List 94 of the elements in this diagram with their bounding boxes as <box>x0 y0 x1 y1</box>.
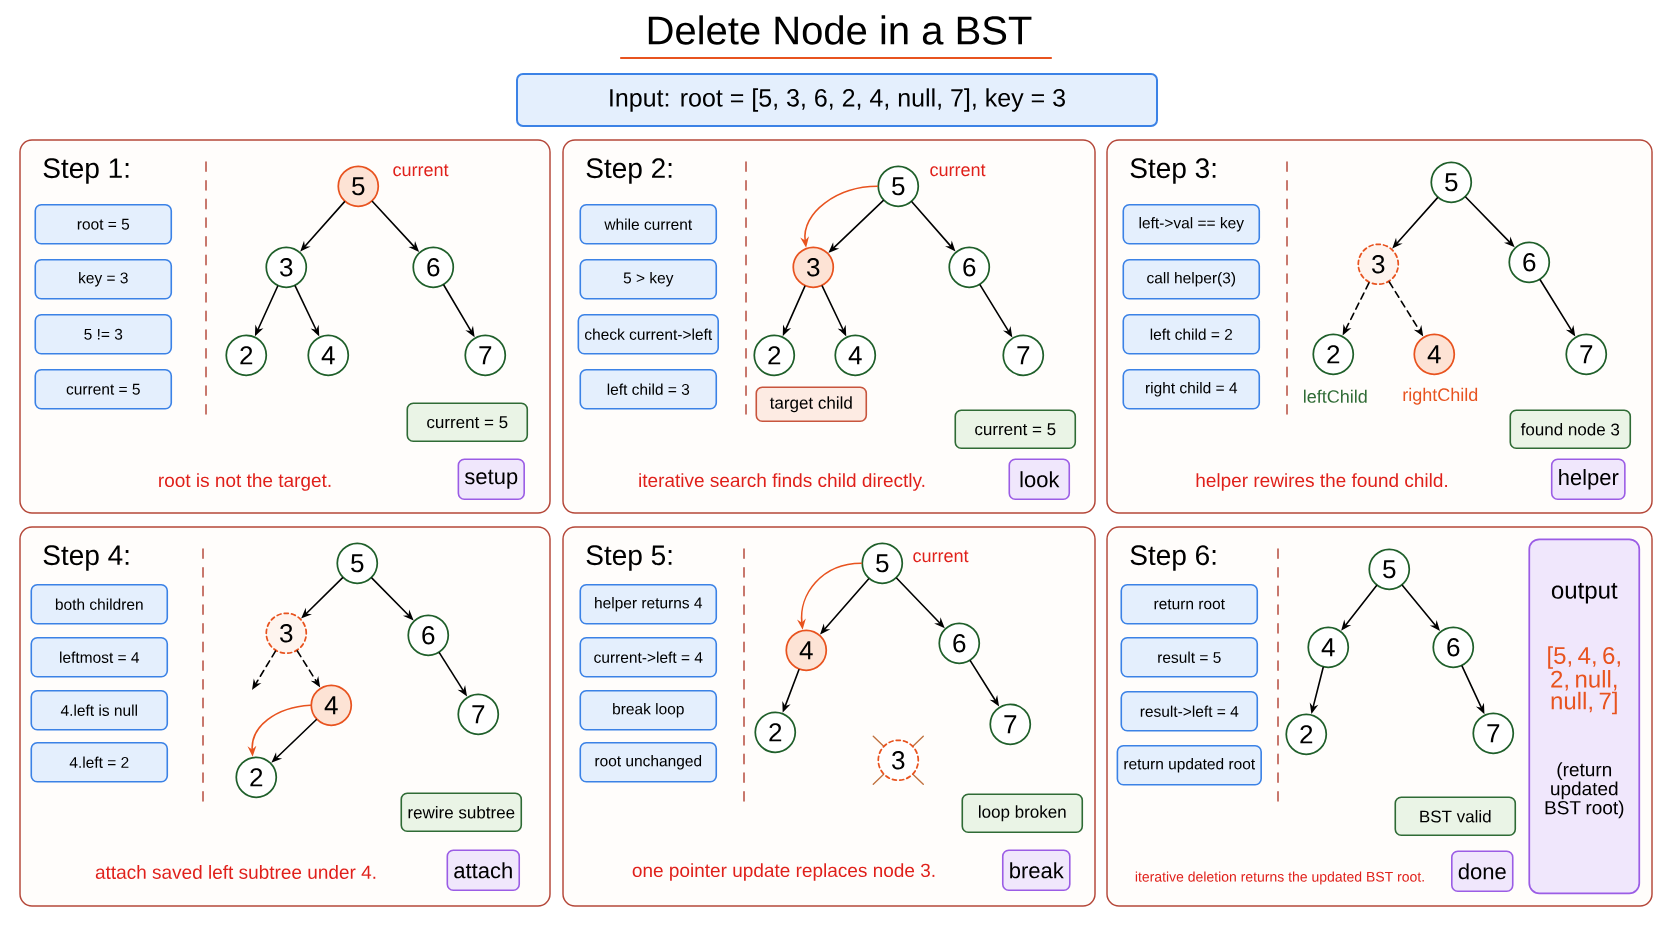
code-box: 4.left is null <box>30 689 169 731</box>
code-box: leftmost = 4 <box>30 636 169 678</box>
status-box: current = 5 <box>406 402 529 443</box>
code-box: current->left = 4 <box>579 636 718 678</box>
tag-box: done <box>1451 850 1514 893</box>
code-box: left child = 2 <box>1122 313 1261 355</box>
tree-node: 2 <box>235 756 278 799</box>
code-box: 5 != 3 <box>34 313 173 355</box>
tree-node: 6 <box>948 246 991 289</box>
step-caption: attach saved left subtree under 4. <box>95 865 376 879</box>
tag-box: setup <box>457 458 525 501</box>
tree-node: 7 <box>1002 334 1045 377</box>
step-heading: Step 6: <box>1130 545 1216 571</box>
tree-node: 3 <box>1357 243 1400 286</box>
code-box: 5 > key <box>579 258 718 300</box>
code-box: current = 5 <box>34 368 173 410</box>
step-heading: Step 1: <box>43 158 129 184</box>
tree-node: 3 <box>265 246 308 289</box>
step-caption: one pointer update replaces node 3. <box>632 863 935 881</box>
status-box: rewire subtree <box>400 792 523 833</box>
code-box: helper returns 4 <box>579 583 718 625</box>
tree-node: 5 <box>337 165 380 208</box>
step-heading: Step 5: <box>586 545 672 571</box>
code-box: left->val == key <box>1122 203 1261 245</box>
tree-node: 6 <box>938 622 981 665</box>
code-box: return updated root <box>1116 744 1262 786</box>
code-box: root unchanged <box>579 741 718 783</box>
tree-node: 2 <box>225 334 268 377</box>
output-heading: output <box>1551 583 1618 604</box>
step-caption: iterative deletion returns the updated BST root. <box>1135 871 1424 885</box>
code-box: key = 3 <box>34 258 173 300</box>
tree-node: 2 <box>1285 713 1328 756</box>
status-box: found node 3 <box>1509 409 1632 450</box>
tree-node: 5 <box>1368 548 1411 591</box>
pointer-label: leftChild <box>1303 389 1367 403</box>
tag-box: attach <box>446 849 521 892</box>
tag-box: break <box>1001 849 1071 892</box>
tree-node: 2 <box>753 334 796 377</box>
tree-node: 7 <box>1565 333 1608 376</box>
step-caption: iterative search finds child directly. <box>639 473 925 491</box>
code-box: 4.left = 2 <box>30 741 169 783</box>
pointer-label: current <box>930 164 986 177</box>
output-note: (return updated BST root) <box>1545 762 1624 819</box>
tree-node: 4 <box>1413 333 1456 376</box>
tree-node: 3 <box>265 612 308 655</box>
code-box: break loop <box>579 689 718 731</box>
code-box: left child = 3 <box>579 368 718 410</box>
code-box: return root <box>1120 583 1259 625</box>
tree-node: 7 <box>457 693 500 736</box>
code-box: result = 5 <box>1120 636 1259 678</box>
tree-node: 7 <box>989 703 1032 746</box>
code-box: while current <box>579 203 718 245</box>
tree-node: 4 <box>307 334 350 377</box>
tree-node: 5 <box>336 542 379 585</box>
output-array: [5, 4, 6, 2, null, null, 7] <box>1548 646 1620 715</box>
step-caption: helper rewires the found child. <box>1196 473 1447 491</box>
input-box: Input: root = [5, 3, 6, 2, 4, null, 7], key = 3 <box>516 73 1158 127</box>
status-box: BST valid <box>1394 796 1517 837</box>
tree-node: 6 <box>1508 241 1551 284</box>
tree-node: 2 <box>754 711 797 754</box>
code-box: root = 5 <box>34 203 173 245</box>
step-heading: Step 4: <box>43 545 129 571</box>
tag-box: helper <box>1550 458 1626 501</box>
tree-node: 4 <box>785 629 828 672</box>
pointer-label: rightChild <box>1403 387 1478 405</box>
tree-node: 5 <box>877 165 920 208</box>
status-box: loop broken <box>961 793 1084 834</box>
code-box: call helper(3) <box>1122 258 1261 300</box>
pointer-label: current <box>393 164 449 177</box>
code-box: both children <box>30 583 169 625</box>
tree-node: 2 <box>1312 333 1355 376</box>
tree-node: 3 <box>792 246 835 289</box>
title: Delete Node in a BST <box>619 15 1053 60</box>
tree-node: 6 <box>1432 626 1475 669</box>
step-heading: Step 3: <box>1130 158 1216 184</box>
status-box: current = 5 <box>954 409 1077 450</box>
tree-node: 6 <box>407 614 450 657</box>
tree-node: 4 <box>834 334 877 377</box>
tag-box: look <box>1008 458 1071 501</box>
tree-node: 4 <box>310 684 353 727</box>
tree-node: 7 <box>1472 712 1515 755</box>
tree-node: 5 <box>861 542 904 585</box>
tree-node: 5 <box>1430 161 1473 204</box>
code-box: result->left = 4 <box>1120 690 1259 732</box>
pointer-label: current <box>913 550 969 563</box>
tree-node: 7 <box>464 334 507 377</box>
step-caption: root is not the target. <box>159 473 331 491</box>
step-heading: Step 2: <box>586 158 672 184</box>
tree-node: 6 <box>412 246 455 289</box>
tree-node: 4 <box>1307 626 1350 669</box>
deleted-node: 3 <box>872 735 924 785</box>
code-box: right child = 4 <box>1122 368 1261 410</box>
target-box: target child <box>755 386 868 423</box>
code-box: check current->left <box>577 313 719 355</box>
